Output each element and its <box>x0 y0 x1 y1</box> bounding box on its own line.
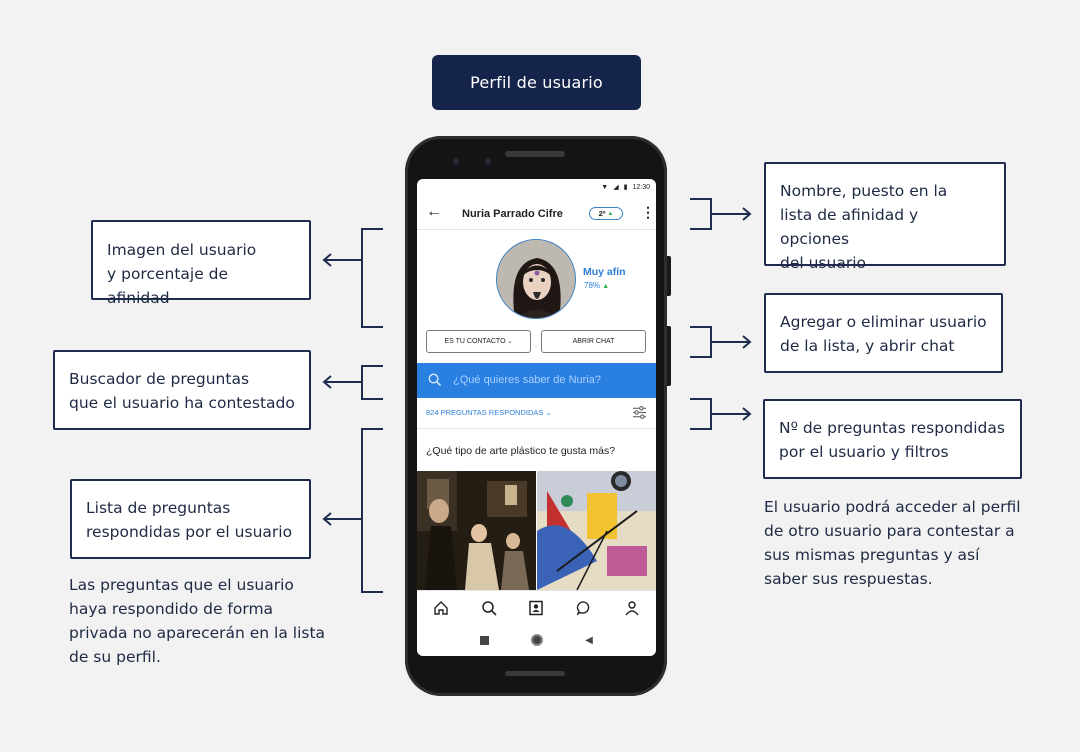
profile-icon[interactable] <box>622 598 642 618</box>
bracket-search <box>361 365 383 400</box>
contact-button[interactable]: ES TU CONTACTO⌄ <box>426 330 531 353</box>
bracket-count <box>690 398 712 430</box>
filter-icon[interactable] <box>632 405 647 420</box>
affinity-percentage-value: 78% <box>584 281 601 290</box>
back-triangle-icon[interactable]: ◀ <box>585 634 593 646</box>
wifi-icon: ▼ <box>601 183 609 191</box>
app-bar: ← Nuria Parrado Cifre 2º▲ ⋮ <box>417 201 656 227</box>
open-chat-button[interactable]: ABRIR CHAT <box>541 330 646 353</box>
circle-icon[interactable] <box>531 634 544 646</box>
annotation-user-image: Imagen del usuario y porcentaje de afini… <box>91 220 311 307</box>
phone-speaker <box>505 151 565 157</box>
phone-bottom-speaker <box>505 671 565 676</box>
annotation-add-remove-chat: Agregar o eliminar usuario de la lista, … <box>764 293 1003 373</box>
status-bar: ▼ ◢ ▮ 12:30 <box>417 179 656 195</box>
annotation-question-search: Buscador de preguntas que el usuario ha … <box>53 350 311 430</box>
rank-up-icon: ▲ <box>607 210 614 217</box>
question-title[interactable]: ¿Qué tipo de arte plástico te gusta más? <box>426 445 616 457</box>
page-title: Perfil de usuario <box>432 55 641 110</box>
search-icon[interactable] <box>479 598 499 618</box>
status-time: 12:30 <box>632 183 650 191</box>
answered-count-dropdown[interactable]: 824 PREGUNTAS RESPONDIDAS ⌄ <box>426 408 552 417</box>
back-arrow-icon[interactable]: ← <box>426 203 442 220</box>
chevron-down-icon: ⌄ <box>507 339 513 345</box>
bracket-name <box>690 198 712 230</box>
list-divider <box>417 428 656 429</box>
appbar-divider <box>417 229 656 230</box>
front-camera <box>453 158 459 164</box>
volume-button <box>667 326 671 386</box>
annotation-name-rank-options: Nombre, puesto en la lista de afinidad y… <box>764 162 1006 272</box>
answer-image-kandinsky[interactable] <box>537 471 656 590</box>
phone-screen: ▼ ◢ ▮ 12:30 ← Nuria Parrado Cifre 2º▲ ⋮ … <box>417 179 656 656</box>
bracket-image <box>361 228 383 328</box>
search-input[interactable]: ¿Qué quieres saber de Nuria? <box>453 374 601 386</box>
contacts-icon[interactable] <box>526 598 546 618</box>
avatar <box>496 239 576 319</box>
search-icon <box>428 373 441 386</box>
question-search-bar[interactable]: ¿Qué quieres saber de Nuria? <box>417 363 656 398</box>
affinity-rank-badge: 2º▲ <box>589 207 623 220</box>
rank-value: 2º <box>598 209 606 218</box>
more-options-icon[interactable]: ⋮ <box>641 204 655 220</box>
bracket-actions <box>690 326 712 358</box>
chat-icon[interactable] <box>574 598 594 618</box>
answer-image-las-meninas[interactable] <box>417 471 536 590</box>
android-nav-bar: ◀ <box>417 624 656 656</box>
chevron-down-icon: ⌄ <box>545 408 552 417</box>
battery-icon: ▮ <box>623 184 628 191</box>
signal-icon: ◢ <box>613 184 619 191</box>
power-button <box>667 256 671 296</box>
contact-button-label: ES TU CONTACTO <box>444 338 506 345</box>
annotation-count-filters: Nº de preguntas respondidas por el usuar… <box>763 399 1022 479</box>
affinity-label: Muy afín <box>583 266 626 278</box>
annotation-profile-access-note: El usuario podrá acceder al perfil de ot… <box>764 498 1021 588</box>
affinity-up-icon: ▲ <box>602 283 610 290</box>
affinity-percentage: 78% ▲ <box>584 281 609 290</box>
bracket-list <box>361 428 383 593</box>
profile-user-name: Nuria Parrado Cifre <box>462 208 563 220</box>
home-icon[interactable] <box>431 598 451 618</box>
annotation-answered-list: Lista de preguntas respondidas por el us… <box>70 479 311 559</box>
front-sensor <box>485 158 491 164</box>
annotation-private-note: Las preguntas que el usuario haya respon… <box>69 576 326 666</box>
bottom-tab-bar <box>417 590 656 624</box>
square-icon[interactable] <box>480 635 490 645</box>
answered-count-label: 824 PREGUNTAS RESPONDIDAS <box>426 408 544 417</box>
